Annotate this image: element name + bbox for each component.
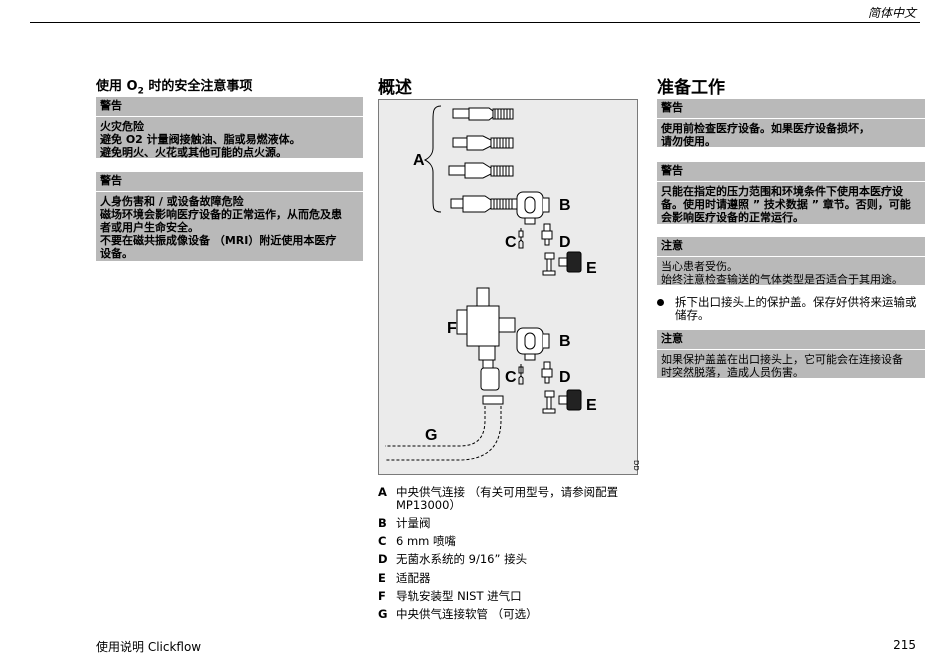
warning-line: 避免明火、火花或其他可能的点火源。	[100, 146, 287, 159]
footer-manual-title: 使用说明 Clickflow	[96, 640, 202, 654]
warning-line: 只能在指定的压力范围和环境条件下使用本医疗设	[661, 185, 903, 198]
warning-label: 警告	[661, 101, 683, 114]
legend-item-c: C 6 mm 喷嘴	[378, 535, 642, 549]
left-section-title: 使用 O2 时的安全注意事项	[96, 75, 252, 97]
warning-line: 者或用户生命安全。	[100, 221, 199, 234]
connector-probe-3	[448, 162, 514, 179]
title-prefix: 使用 O	[96, 79, 138, 94]
warning-line: 使用前检查医疗设备。如果医疗设备损坏，	[661, 122, 870, 135]
caution-line: 始终注意检查输送的气体类型是否适合于其用途。	[661, 273, 903, 286]
legend-text: 计量阀	[396, 516, 431, 530]
warning-line: 会影响医疗设备的正常运行。	[661, 211, 804, 224]
legend-text: 导轨安装型 NIST 进气口	[396, 589, 522, 603]
warning-box-fire: 警告 火灾危险 避免 O2 计量阀接触油、脂或易燃液体。 避免明火、火花或其他可…	[96, 97, 363, 159]
figure-code: DD	[632, 460, 640, 471]
metering-valve-top	[516, 191, 550, 225]
legend-key: G	[378, 607, 388, 621]
label-c-bottom: C	[505, 369, 517, 386]
legend-key: B	[378, 516, 387, 530]
warning-line: 设备。	[100, 247, 133, 260]
page-number: 215	[893, 638, 916, 652]
title-suffix: 时的安全注意事项	[143, 79, 253, 94]
legend-item-a: A 中央供气连接 （有关可用型号，请参阅配置 MP13000）	[378, 486, 642, 514]
box-divider	[657, 256, 925, 257]
box-divider	[96, 191, 363, 192]
bracket-a	[423, 105, 442, 213]
legend-text: 6 mm 喷嘴	[396, 534, 457, 548]
warning-line: 避免 O2 计量阀接触油、脂或易燃液体。	[100, 133, 301, 146]
caution-box-gas: 注意 当心患者受伤。 始终注意检查输送的气体类型是否适合于其用途。	[657, 237, 925, 286]
label-f: F	[447, 320, 457, 337]
caution-line: 当心患者受伤。	[661, 260, 738, 273]
nozzle-set-top	[518, 223, 582, 276]
label-c-top: C	[505, 234, 517, 251]
warning-label: 警告	[661, 164, 683, 177]
warning-heading: 火灾危险	[100, 120, 144, 133]
caution-line: 如果保护盖盖在出口接头上，它可能会在连接设备	[661, 353, 903, 366]
warning-box-conditions: 警告 只能在指定的压力范围和环境条件下使用本医疗设 备。使用时请遵照 ” 技术数…	[657, 162, 925, 224]
metering-valve-bottom	[516, 327, 550, 361]
connector-probe-2	[452, 135, 514, 151]
warning-heading: 人身伤害和 / 或设备故障危险	[100, 195, 244, 208]
language-label: 简体中文	[867, 6, 916, 20]
warning-line: 备。使用时请遵照 ” 技术数据 ” 章节。否则，可能	[661, 198, 911, 211]
label-b-top: B	[559, 197, 571, 214]
device-diagram: A B C D E F B C D E G	[378, 99, 638, 475]
warning-box-mri: 警告 人身伤害和 / 或设备故障危险 磁场环境会影响医疗设备的正常运作，从而危及…	[96, 172, 363, 261]
legend-key: C	[378, 534, 387, 548]
legend-text: 无菌水系统的 9/16” 接头	[396, 552, 528, 566]
instruction-bullet: 拆下出口接头上的保护盖。保存好供将来运输或储存。	[657, 296, 927, 322]
diagram-svg: A B C D E F B C D E G	[385, 105, 597, 461]
legend-text: 适配器	[396, 571, 431, 585]
bullet-dot	[657, 299, 664, 306]
warning-label: 警告	[100, 99, 122, 112]
legend-item-e: E 适配器	[378, 572, 642, 586]
label-d-bottom: D	[559, 369, 571, 386]
title-subscript: 2	[137, 86, 144, 97]
legend-item-b: B 计量阀	[378, 517, 642, 531]
caution-box-cap: 注意 如果保护盖盖在出口接头上，它可能会在连接设备 时突然脱落，造成人员伤害。	[657, 330, 925, 379]
label-e-bottom: E	[586, 397, 597, 414]
legend-key: F	[378, 589, 386, 603]
label-a: A	[413, 152, 425, 169]
warning-line: 磁场环境会影响医疗设备的正常运作，从而危及患	[100, 208, 342, 221]
caution-label: 注意	[661, 332, 683, 345]
legend-text: 中央供气连接软管 （可选）	[396, 607, 538, 621]
legend-key: E	[378, 571, 386, 585]
legend-key: D	[378, 552, 388, 566]
warning-line: 请勿使用。	[661, 135, 716, 148]
instruction-text: 拆下出口接头上的保护盖。保存好供将来运输或储存。	[675, 295, 917, 322]
label-b-bottom: B	[559, 333, 571, 350]
legend-item-d: D 无菌水系统的 9/16” 接头	[378, 553, 642, 567]
rail-inlet	[456, 287, 516, 391]
label-d-top: D	[559, 234, 571, 251]
overview-title: 概述	[378, 78, 412, 98]
box-divider	[96, 116, 363, 117]
box-divider	[657, 349, 925, 350]
label-e-top: E	[586, 260, 597, 277]
supply-hose	[385, 395, 504, 461]
warning-label: 警告	[100, 174, 122, 187]
legend-key: A	[378, 485, 387, 499]
caution-label: 注意	[661, 239, 683, 252]
box-divider	[657, 118, 925, 119]
warning-box-inspect: 警告 使用前检查医疗设备。如果医疗设备损坏， 请勿使用。	[657, 99, 925, 148]
connector-probe-4	[450, 195, 518, 213]
connector-probe-1	[452, 107, 514, 121]
legend-item-g: G 中央供气连接软管 （可选）	[378, 608, 642, 622]
legend-text: 中央供气连接 （有关可用型号，请参阅配置 MP13000）	[396, 485, 619, 512]
caution-line: 时突然脱落，造成人员伤害。	[661, 366, 804, 379]
box-divider	[657, 181, 925, 182]
warning-line: 不要在磁共振成像设备 （MRI）附近使用本医疗	[100, 234, 337, 247]
legend-item-f: F 导轨安装型 NIST 进气口	[378, 590, 642, 604]
header-rule	[30, 22, 920, 23]
label-g: G	[425, 427, 437, 444]
preparation-title: 准备工作	[657, 78, 725, 98]
nozzle-set-bottom	[518, 361, 582, 414]
